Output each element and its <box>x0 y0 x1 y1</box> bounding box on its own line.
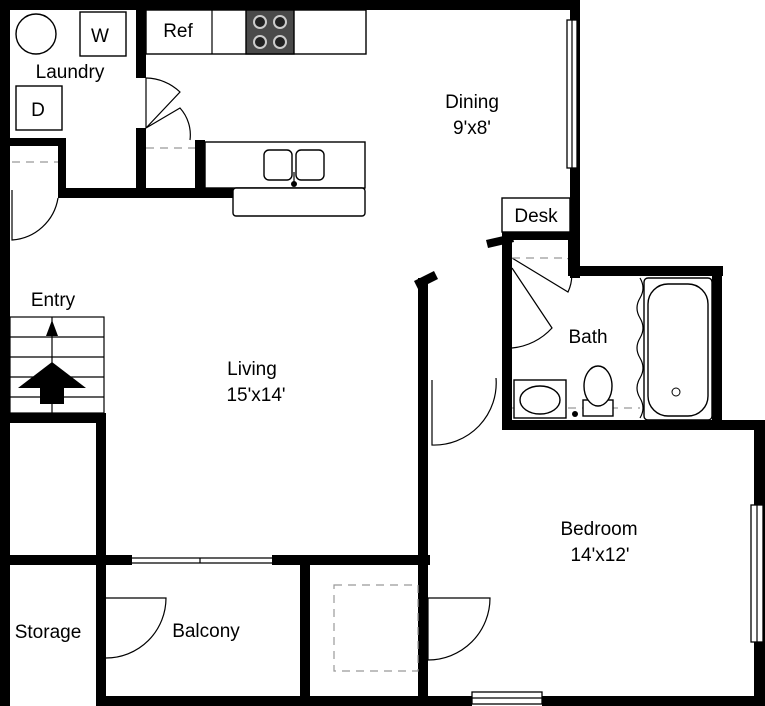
bath-label: Bath <box>568 327 607 348</box>
balcony-label: Balcony <box>172 621 240 642</box>
storage-label: Storage <box>15 622 82 643</box>
bedroom-size: 14'x12' <box>570 545 629 566</box>
kitchen <box>145 9 367 217</box>
arrow-up-icon <box>46 320 58 336</box>
dining-size: 9'x8' <box>453 118 491 139</box>
dashed-lines <box>12 35 640 672</box>
stairs <box>9 316 105 414</box>
refrigerator-label: Ref <box>163 21 193 42</box>
windows <box>132 19 764 705</box>
desk <box>501 197 571 233</box>
desk-label: Desk <box>514 206 558 227</box>
bedroom-label: Bedroom <box>560 519 637 540</box>
stair-arrow-icon <box>18 362 86 404</box>
dryer-label: D <box>31 100 45 121</box>
living-label: Living <box>227 359 277 380</box>
washer-label: W <box>91 26 109 47</box>
entry-label: Entry <box>31 290 76 311</box>
laundry-appliances <box>15 11 127 131</box>
dining-label: Dining <box>445 92 499 113</box>
labels: W D Laundry Ref Dining 9'x8' Desk Bath E… <box>15 21 638 643</box>
living-size: 15'x14' <box>226 385 285 406</box>
doors <box>11 77 573 661</box>
laundry-label: Laundry <box>36 62 105 83</box>
bath-fixtures <box>513 277 713 421</box>
